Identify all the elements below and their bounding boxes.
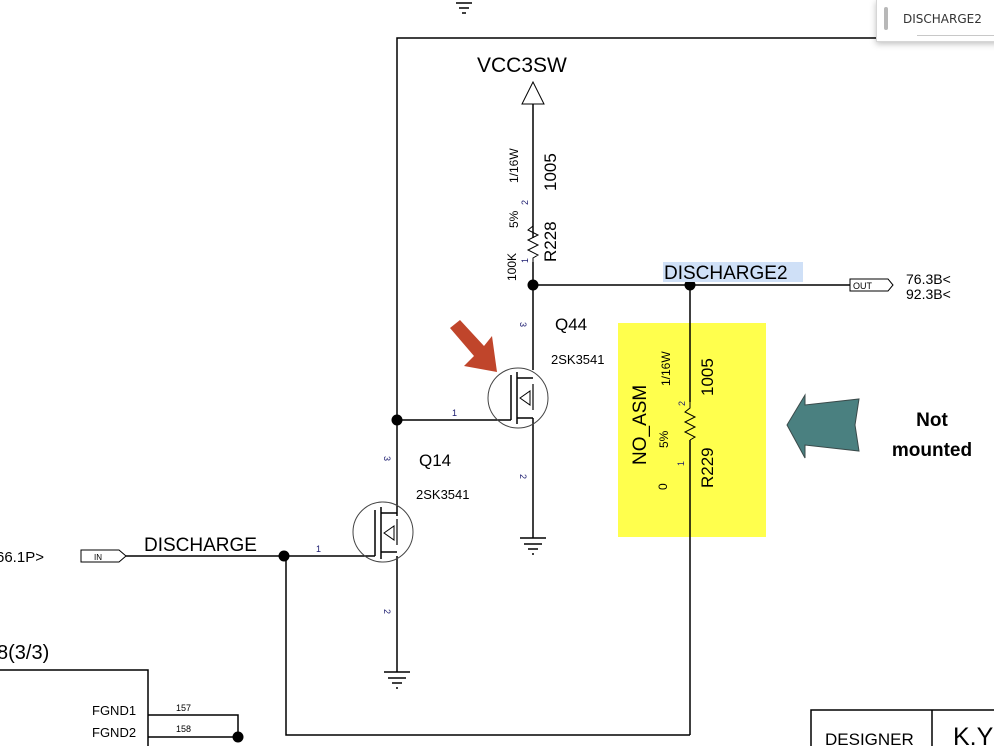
r228-package: 1005 (541, 153, 560, 191)
connector-title: 8(3/3) (0, 642, 49, 664)
no-mount-highlight (618, 323, 766, 537)
annotation-line2: mounted (892, 440, 972, 461)
connector-pin-name-1: FGND1 (92, 703, 136, 718)
junction-dots (232, 279, 696, 743)
q14-pin-gate: 1 (316, 544, 321, 554)
r229-pin1: 1 (676, 461, 686, 466)
net-label-discharge2[interactable]: DISCHARGE2 (664, 263, 788, 284)
title-block-label: DESIGNER (825, 730, 914, 746)
connector-pin-number-1: 157 (176, 703, 191, 713)
net-highlight (663, 262, 803, 282)
callout-arrow-icon (786, 393, 860, 459)
power-net-label: VCC3SW (477, 54, 567, 77)
r229-ref: R229 (698, 447, 717, 488)
q14-part: 2SK3541 (416, 487, 470, 502)
wires (0, 37, 994, 746)
r228-pin1: 1 (520, 258, 530, 263)
q44-part: 2SK3541 (551, 352, 605, 367)
connector-pin-number-2: 158 (176, 724, 191, 734)
r228-tolerance: 5% (507, 210, 521, 228)
out-port-icon (849, 278, 894, 292)
ground-icon (456, 2, 472, 14)
connector-pin-name-2: FGND2 (92, 725, 136, 740)
q14-pin-source: 2 (382, 609, 392, 614)
in-port-ref[interactable]: 66.1P> (0, 549, 44, 566)
search-popup-handle (884, 7, 888, 30)
search-popup-text[interactable]: DISCHARGE2 (903, 12, 982, 26)
r229-package: 1005 (698, 358, 717, 396)
ground-icon (384, 671, 410, 689)
ground-icon (520, 537, 546, 555)
r229-tolerance: 5% (657, 430, 671, 448)
resistor-r229-icon (683, 402, 697, 441)
net-label-discharge[interactable]: DISCHARGE (144, 535, 257, 556)
out-port-ref-2[interactable]: 92.3B< (906, 286, 951, 302)
search-popup[interactable]: DISCHARGE2 (876, 0, 994, 42)
q44-pin-source: 2 (518, 474, 528, 479)
annotation-line1: Not (916, 410, 948, 431)
r228-value: 100K (505, 253, 519, 281)
q44-ref: Q44 (555, 315, 587, 334)
r229-value: 0 (656, 483, 670, 490)
in-port-label: IN (94, 553, 102, 562)
mosfet-q44-icon (487, 367, 549, 429)
pointer-arrow-icon (450, 320, 497, 372)
title-block-value: K.Y (953, 723, 994, 746)
r229-pin2: 2 (677, 401, 687, 406)
r228-pin2: 2 (520, 200, 530, 205)
resistor-r228-icon (526, 222, 540, 262)
in-port-icon (80, 549, 127, 563)
r229-variant: NO_ASM (630, 385, 651, 465)
out-port-label: OUT (853, 281, 873, 291)
q14-pin-drain: 3 (382, 456, 392, 461)
power-arrow-icon (521, 80, 545, 105)
q44-pin-drain: 3 (518, 322, 528, 327)
mosfet-q14-icon (352, 501, 414, 563)
search-popup-divider (917, 35, 994, 36)
r228-power: 1/16W (507, 148, 521, 183)
r229-power: 1/16W (659, 351, 673, 386)
q44-pin-gate: 1 (452, 408, 457, 418)
out-port-ref-1[interactable]: 76.3B< (906, 271, 951, 287)
q14-ref: Q14 (419, 451, 451, 470)
r228-ref: R228 (541, 221, 560, 262)
